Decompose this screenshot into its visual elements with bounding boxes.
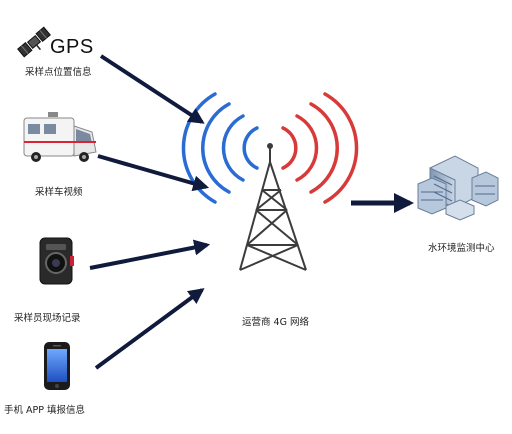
cell-tower-icon (239, 143, 307, 271)
source-label-gps: 采样点位置信息 (25, 67, 92, 78)
body-camera-icon (39, 237, 74, 285)
radio-waves-left (181, 92, 259, 204)
source-label-app: 手机 APP 填报信息 (4, 405, 85, 416)
sampling-vehicle-icon (23, 112, 97, 162)
gps-text: GPS (50, 36, 94, 58)
satellite-icon (17, 26, 51, 58)
radio-waves-right (281, 92, 359, 204)
arrow-phone-to-tower (94, 288, 205, 370)
arrow-camera-to-tower (89, 239, 211, 270)
source-label-vehicle: 采样车视频 (35, 187, 83, 198)
arrow-gps-to-tower (99, 54, 205, 124)
arrows (89, 54, 414, 370)
office-buildings-icon (417, 155, 499, 221)
destination-label: 水环境监测中心 (428, 243, 495, 254)
source-label-recorder: 采样员现场记录 (14, 313, 81, 324)
arrow-vehicle-to-tower (97, 154, 210, 192)
smartphone-icon (44, 342, 70, 390)
hub-label: 运营商 4G 网络 (242, 317, 309, 328)
